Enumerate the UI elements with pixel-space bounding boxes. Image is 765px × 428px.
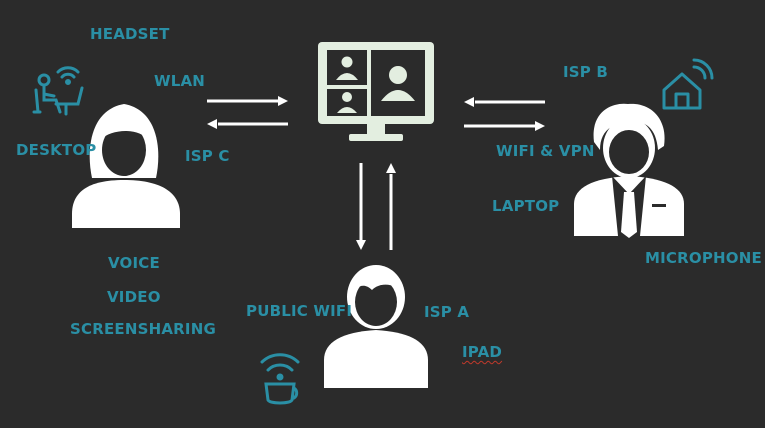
label-headset: HEADSET (90, 25, 170, 43)
label-desktop: DESKTOP (16, 141, 97, 159)
businessman-icon (574, 103, 684, 238)
desk-wifi-user-icon (32, 66, 84, 116)
man-person-icon (324, 265, 428, 388)
label-isp-c: ISP C (185, 147, 230, 165)
label-microphone: MICROPHONE (645, 249, 762, 267)
label-screensharing: SCREENSHARING (70, 320, 216, 338)
label-public-wifi: PUBLIC WIFI (246, 302, 353, 320)
label-wifi-vpn: WIFI & VPN (496, 142, 595, 160)
connection-arrows-right (464, 97, 545, 131)
label-isp-b: ISP B (563, 63, 609, 81)
connection-arrows-left (207, 96, 288, 129)
label-video: VIDEO (107, 288, 161, 306)
woman-person-icon (72, 104, 180, 228)
label-voice: VOICE (108, 254, 160, 272)
label-ipad: IPAD (462, 343, 503, 361)
wifi-coffee-icon (260, 353, 300, 405)
label-wlan: WLAN (154, 72, 206, 90)
video-call-monitor-icon (318, 42, 434, 141)
label-isp-a: ISP A (424, 303, 470, 321)
smart-home-icon (662, 58, 714, 110)
connection-arrows-bottom (356, 163, 396, 250)
label-laptop: LAPTOP (492, 197, 560, 215)
